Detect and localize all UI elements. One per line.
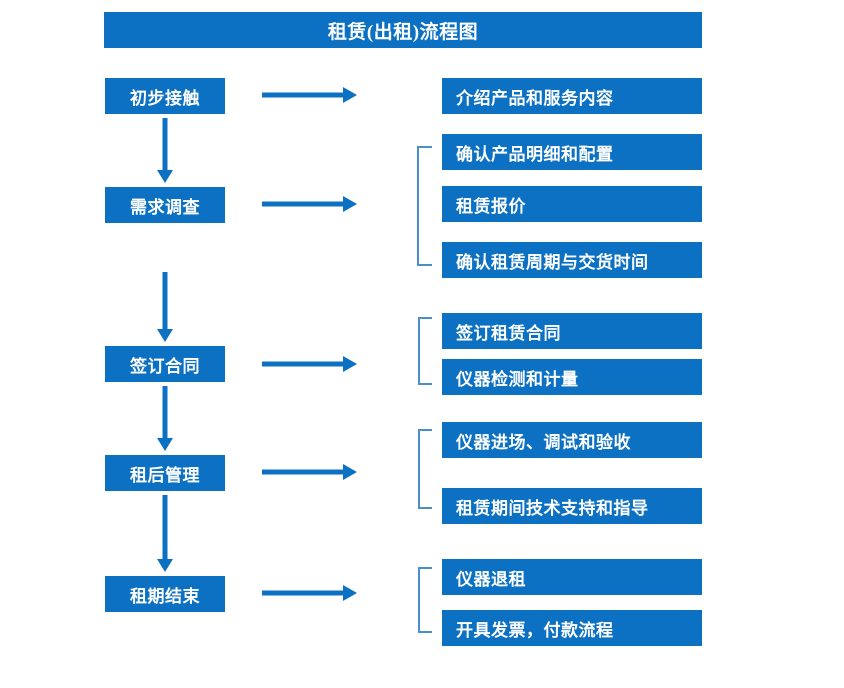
detail-box-confirm-product-details[interactable]: 确认产品明细和配置	[442, 134, 702, 170]
stage-box-sign-contract[interactable]: 签订合同	[105, 346, 225, 382]
detail-box-sign-lease-contract[interactable]: 签订租赁合同	[442, 313, 702, 349]
group-bracket-icon-4	[418, 429, 432, 509]
down-arrow-icon-2	[157, 272, 173, 342]
stage-box-lease-end[interactable]: 租期结束	[105, 576, 225, 612]
right-arrow-icon-5	[262, 585, 357, 601]
detail-box-instrument-return[interactable]: 仪器退租	[442, 559, 702, 595]
detail-box-invoice-payment[interactable]: 开具发票，付款流程	[442, 610, 702, 646]
group-bracket-icon-2	[417, 146, 432, 266]
down-arrow-icon-1	[157, 118, 173, 183]
stage-box-initial-contact[interactable]: 初步接触	[105, 78, 225, 114]
right-arrow-icon-1	[262, 87, 357, 103]
detail-box-confirm-lease-period[interactable]: 确认租赁周期与交货时间	[442, 242, 702, 278]
down-arrow-icon-4	[157, 495, 173, 572]
page-title: 租赁(出租)流程图	[104, 12, 702, 48]
detail-box-introduce-products[interactable]: 介绍产品和服务内容	[442, 78, 702, 114]
detail-box-instrument-entry-commissioning[interactable]: 仪器进场、调试和验收	[442, 422, 702, 458]
group-bracket-icon-5	[418, 567, 432, 633]
stage-box-demand-survey[interactable]: 需求调查	[105, 187, 225, 223]
right-arrow-icon-4	[262, 464, 357, 480]
down-arrow-icon-3	[157, 386, 173, 451]
detail-box-technical-support[interactable]: 租赁期间技术支持和指导	[442, 488, 702, 524]
detail-box-instrument-inspection[interactable]: 仪器检测和计量	[442, 359, 702, 395]
detail-box-rental-quotation[interactable]: 租赁报价	[442, 186, 702, 222]
right-arrow-icon-3	[262, 356, 357, 372]
stage-box-post-rental-management[interactable]: 租后管理	[105, 455, 225, 491]
group-bracket-icon-3	[418, 317, 432, 385]
right-arrow-icon-2	[262, 196, 357, 212]
